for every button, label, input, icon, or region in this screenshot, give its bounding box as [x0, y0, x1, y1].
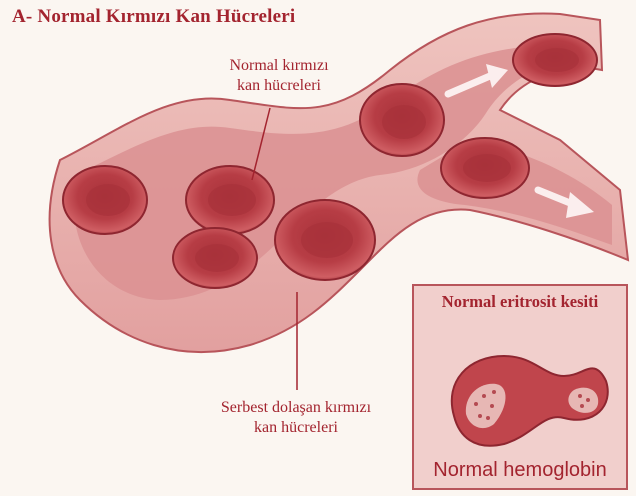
red-blood-cell — [360, 84, 444, 156]
cross-section-inset: Normal eritrosit kesiti Normal hemoglobi… — [412, 284, 628, 490]
label-line: kan hücreleri — [204, 76, 354, 96]
inset-footer: Normal hemoglobin — [414, 459, 626, 482]
red-blood-cell — [513, 34, 597, 86]
erythrocyte-cross-section — [414, 286, 626, 488]
red-blood-cell — [275, 200, 375, 280]
label-free-cells: Serbest dolaşan kırmızı kan hücreleri — [176, 398, 416, 438]
label-line: kan hücreleri — [176, 418, 416, 438]
inset-title: Normal eritrosit kesiti — [414, 292, 626, 312]
red-blood-cell — [441, 138, 529, 198]
label-line: Serbest dolaşan kırmızı — [176, 398, 416, 418]
label-line: Normal kırmızı — [204, 56, 354, 76]
red-blood-cell — [63, 166, 147, 234]
red-blood-cell — [173, 228, 257, 288]
label-normal-cells: Normal kırmızı kan hücreleri — [204, 56, 354, 96]
diagram-title: A- Normal Kırmızı Kan Hücreleri — [12, 6, 295, 28]
red-blood-cell — [186, 166, 274, 234]
